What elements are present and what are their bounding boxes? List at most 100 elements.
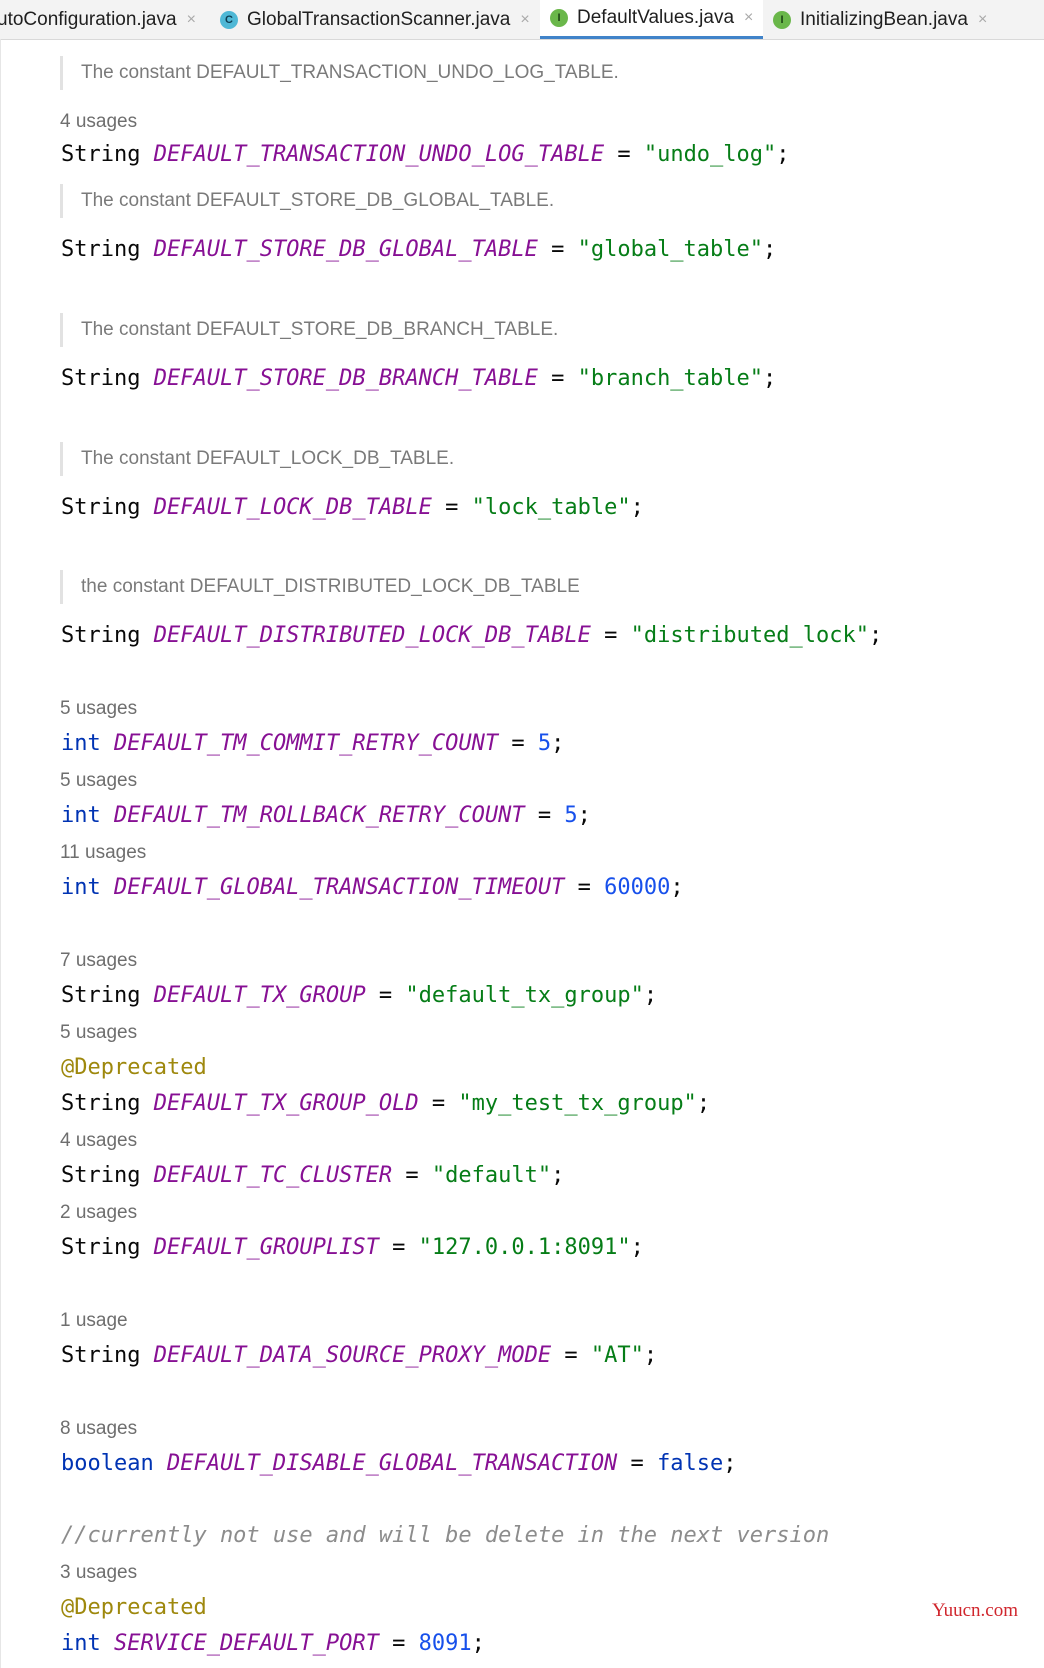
tab-label: utoConfiguration.java bbox=[0, 8, 177, 30]
field-declaration[interactable]: String DEFAULT_GROUPLIST = "127.0.0.1:80… bbox=[61, 1235, 644, 1260]
field-declaration[interactable]: String DEFAULT_TC_CLUSTER = "default"; bbox=[61, 1163, 564, 1188]
usages-hint[interactable]: 4 usages bbox=[60, 1130, 138, 1151]
field-value: "my_test_tx_group" bbox=[458, 1091, 697, 1116]
field-type: String bbox=[61, 1091, 141, 1116]
field-type: int bbox=[61, 803, 101, 828]
field-declaration[interactable]: String DEFAULT_DATA_SOURCE_PROXY_MODE = … bbox=[61, 1343, 657, 1368]
field-declaration[interactable]: int DEFAULT_TM_ROLLBACK_RETRY_COUNT = 5; bbox=[61, 803, 591, 828]
line-comment: //currently not use and will be delete i… bbox=[61, 1523, 830, 1548]
field-value: "lock_table" bbox=[471, 495, 631, 520]
assign-operator: = bbox=[564, 875, 605, 900]
field-type: String bbox=[61, 142, 141, 167]
field-type: String bbox=[61, 1235, 141, 1260]
field-value: "default_tx_group" bbox=[405, 983, 644, 1008]
interface-icon: I bbox=[550, 9, 568, 27]
semicolon: ; bbox=[670, 875, 684, 900]
field-declaration[interactable]: String DEFAULT_STORE_DB_GLOBAL_TABLE = "… bbox=[61, 237, 776, 262]
close-icon[interactable]: × bbox=[520, 10, 530, 28]
class-icon: C bbox=[220, 10, 238, 29]
usages-hint[interactable]: 3 usages bbox=[60, 1562, 138, 1583]
tab-label: GlobalTransactionScanner.java bbox=[247, 8, 511, 30]
field-name: DEFAULT_GROUPLIST bbox=[153, 1235, 379, 1260]
field-name: DEFAULT_TX_GROUP bbox=[153, 983, 366, 1008]
field-value: "distributed_lock" bbox=[630, 623, 869, 648]
semicolon: ; bbox=[630, 495, 644, 520]
field-type: String bbox=[61, 1343, 141, 1368]
assign-operator: = bbox=[498, 731, 538, 756]
field-declaration[interactable]: String DEFAULT_DISTRIBUTED_LOCK_DB_TABLE… bbox=[61, 623, 882, 648]
assign-operator: = bbox=[365, 983, 406, 1008]
deprecated-annotation: @Deprecated bbox=[61, 1055, 207, 1080]
field-value: 5 bbox=[564, 803, 578, 828]
field-declaration[interactable]: boolean DEFAULT_DISABLE_GLOBAL_TRANSACTI… bbox=[61, 1451, 737, 1476]
field-type: int bbox=[61, 731, 101, 756]
usages-hint[interactable]: 5 usages bbox=[60, 698, 138, 719]
field-value: false bbox=[657, 1451, 724, 1476]
field-type: String bbox=[61, 623, 141, 648]
assign-operator: = bbox=[617, 1451, 658, 1476]
usages-hint[interactable]: 5 usages bbox=[60, 1022, 138, 1043]
watermark: Yuucn.com bbox=[932, 1600, 1019, 1621]
semicolon: ; bbox=[551, 731, 565, 756]
field-declaration[interactable]: int SERVICE_DEFAULT_PORT = 8091; bbox=[61, 1631, 485, 1656]
tab-global-transaction-scanner[interactable]: C GlobalTransactionScanner.java × bbox=[220, 0, 530, 39]
field-declaration[interactable]: String DEFAULT_LOCK_DB_TABLE = "lock_tab… bbox=[61, 495, 644, 520]
tab-default-values[interactable]: I DefaultValues.java × bbox=[540, 0, 763, 39]
semicolon: ; bbox=[630, 1235, 644, 1260]
field-name: DEFAULT_STORE_DB_BRANCH_TABLE bbox=[153, 366, 538, 391]
usages-hint[interactable]: 7 usages bbox=[60, 950, 138, 971]
field-type: String bbox=[61, 1163, 141, 1188]
field-name: DEFAULT_DATA_SOURCE_PROXY_MODE bbox=[153, 1343, 552, 1368]
field-name: DEFAULT_DISABLE_GLOBAL_TRANSACTION bbox=[166, 1451, 618, 1476]
semicolon: ; bbox=[763, 366, 777, 391]
usages-hint[interactable]: 1 usage bbox=[60, 1310, 128, 1331]
usages-hint[interactable]: 11 usages bbox=[60, 842, 147, 863]
assign-operator: = bbox=[604, 142, 644, 167]
assign-operator: = bbox=[537, 237, 578, 262]
usages-hint[interactable]: 2 usages bbox=[60, 1202, 138, 1223]
tab-initializing-bean[interactable]: I InitializingBean.java × bbox=[773, 0, 1013, 39]
field-declaration[interactable]: int DEFAULT_GLOBAL_TRANSACTION_TIMEOUT =… bbox=[61, 875, 684, 900]
assign-operator: = bbox=[418, 1091, 459, 1116]
field-value: "undo_log" bbox=[643, 142, 777, 167]
field-name: DEFAULT_GLOBAL_TRANSACTION_TIMEOUT bbox=[114, 875, 565, 900]
assign-operator: = bbox=[392, 1163, 432, 1188]
semicolon: ; bbox=[471, 1631, 485, 1656]
field-value: 5 bbox=[537, 731, 552, 756]
field-declaration[interactable]: String DEFAULT_TRANSACTION_UNDO_LOG_TABL… bbox=[61, 142, 790, 167]
field-value: "127.0.0.1:8091" bbox=[418, 1235, 631, 1260]
semicolon: ; bbox=[577, 803, 591, 828]
semicolon: ; bbox=[723, 1451, 737, 1476]
assign-operator: = bbox=[551, 1343, 591, 1368]
close-icon[interactable]: × bbox=[744, 9, 754, 26]
usages-hint[interactable]: 4 usages bbox=[60, 111, 138, 132]
semicolon: ; bbox=[696, 1091, 711, 1116]
semicolon: ; bbox=[776, 142, 790, 167]
field-type: boolean bbox=[61, 1451, 154, 1476]
editor-tab-bar: utoConfiguration.java × C GlobalTransact… bbox=[0, 0, 1044, 40]
semicolon: ; bbox=[869, 623, 883, 648]
field-value: "AT" bbox=[590, 1343, 644, 1368]
usages-hint[interactable]: 8 usages bbox=[60, 1418, 138, 1439]
tab-auto-configuration[interactable]: utoConfiguration.java × bbox=[0, 0, 202, 39]
assign-operator: = bbox=[378, 1235, 419, 1260]
javadoc-comment: The constant DEFAULT_TRANSACTION_UNDO_LO… bbox=[60, 56, 619, 90]
field-value: "global_table" bbox=[577, 237, 764, 262]
close-icon[interactable]: × bbox=[186, 10, 196, 28]
field-declaration[interactable]: String DEFAULT_TX_GROUP = "default_tx_gr… bbox=[61, 983, 657, 1008]
field-type: String bbox=[61, 237, 141, 262]
usages-hint[interactable]: 5 usages bbox=[60, 770, 138, 791]
semicolon: ; bbox=[551, 1163, 565, 1188]
close-icon[interactable]: × bbox=[977, 10, 988, 28]
assign-operator: = bbox=[431, 495, 472, 520]
field-declaration[interactable]: String DEFAULT_TX_GROUP_OLD = "my_test_t… bbox=[61, 1091, 710, 1116]
field-name: DEFAULT_TC_CLUSTER bbox=[153, 1163, 393, 1188]
field-declaration[interactable]: String DEFAULT_STORE_DB_BRANCH_TABLE = "… bbox=[61, 366, 776, 391]
assign-operator: = bbox=[590, 623, 631, 648]
semicolon: ; bbox=[643, 1343, 658, 1368]
field-type: String bbox=[61, 983, 141, 1008]
tab-label: InitializingBean.java bbox=[800, 8, 968, 30]
assign-operator: = bbox=[378, 1631, 419, 1656]
field-declaration[interactable]: int DEFAULT_TM_COMMIT_RETRY_COUNT = 5; bbox=[61, 731, 564, 756]
field-value: "branch_table" bbox=[577, 366, 764, 391]
